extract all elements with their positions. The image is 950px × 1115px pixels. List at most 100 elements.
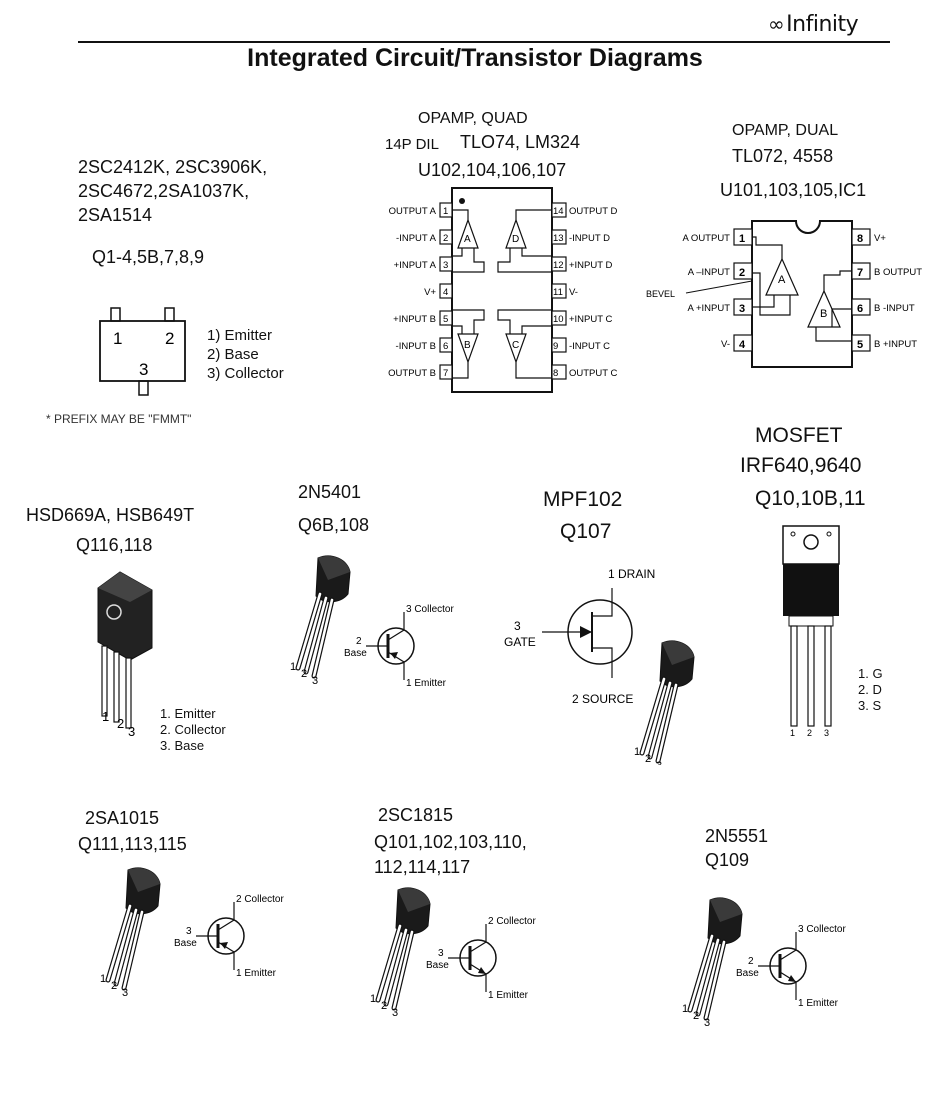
mosfet-refs: Q10,10B,11 — [755, 487, 866, 510]
quad-left-pin-7-label: OUTPUT B — [388, 368, 436, 379]
quad-right-pin-9-label: -INPUT C — [569, 341, 610, 352]
sc1815-pin1: 1 — [370, 993, 376, 1005]
sa1015-base-label: Base — [174, 938, 197, 949]
infinity-logo-icon: ∞ — [768, 12, 785, 36]
sot23-legend-1: 1) Emitter — [207, 327, 273, 344]
n5551-to92-package: 123 — [682, 897, 743, 1027]
hsd-pin2: 2 — [117, 716, 124, 731]
n5401-part: 2N5401 — [298, 482, 362, 502]
quad-left-pin-2-num: 2 — [443, 233, 448, 244]
n5551-base-num: 2 — [748, 956, 754, 967]
mosfet-type: MOSFET — [755, 424, 843, 447]
quad-opamp-parts: TLO74, LM324 — [460, 132, 581, 152]
n5401-pin1: 1 — [290, 661, 296, 673]
dual-right-pin-6-num: 6 — [857, 303, 863, 315]
mosfet-pin1: 1 — [790, 728, 795, 738]
dual-opamp-type: OPAMP, DUAL — [732, 122, 839, 139]
mpf102-jfet-symbol: 1 DRAIN 3 GATE 2 SOURCE — [504, 567, 655, 706]
dual-left-pin-4-num: 4 — [739, 339, 746, 351]
sot23-pin3: 3 — [139, 360, 148, 379]
dual-left-pin-1-num: 1 — [739, 233, 745, 245]
mosfet-parts: IRF640,9640 — [740, 454, 862, 477]
mpf102-drain-label: 1 DRAIN — [608, 567, 655, 581]
dual-left-pin-2-num: 2 — [739, 267, 745, 279]
mosfet-pin3: 3 — [824, 728, 829, 738]
hsd-legend-2: 2. Collector — [160, 722, 226, 737]
hsd-parts: HSD669A, HSB649T — [26, 505, 195, 525]
dual-bevel-label: BEVEL — [646, 289, 675, 299]
mpf102-source-label: 2 SOURCE — [572, 692, 633, 706]
hsd-legend-3: 3. Base — [160, 738, 205, 753]
brand-name: Infinity — [786, 12, 859, 37]
hsd-pin3: 3 — [128, 724, 135, 738]
mosfet-pin2: 2 — [807, 728, 812, 738]
dual-right-pin-5-num: 5 — [857, 339, 863, 351]
sc1815-base-label: Base — [426, 960, 449, 971]
n5551-pin1: 1 — [682, 1003, 688, 1015]
mpf102-to92-package: 123 — [634, 640, 695, 765]
quad-right-pin-10-label: +INPUT C — [569, 314, 613, 325]
mpf102-part: MPF102 — [543, 488, 623, 511]
quad-left-pin-1-label: OUTPUT A — [389, 206, 437, 217]
dual-right-pin-6-label: B -INPUT — [874, 303, 915, 314]
sot23-parts-line2: 2SC4672,2SA1037K, — [78, 181, 250, 201]
mosfet-legend-3: 3. S — [858, 698, 882, 713]
sa1015-emitter-label: 1 Emitter — [236, 968, 277, 979]
sc1815-pin3: 3 — [392, 1007, 398, 1017]
n5551-emitter-label: 1 Emitter — [798, 998, 839, 1009]
header-rule — [78, 41, 890, 43]
sc1815-pin2: 2 — [381, 1000, 387, 1012]
sc1815-part: 2SC1815 — [378, 805, 454, 825]
n5401-to92-package: 123 — [290, 555, 351, 685]
dual-left-pin-3-label: A +INPUT — [688, 303, 731, 314]
mpf102-refs: Q107 — [560, 520, 612, 543]
dual-right-pin-8-label: V+ — [874, 233, 886, 244]
quad-right-pin-9-num: 9 — [553, 341, 558, 352]
quad-right-pin-12-num: 12 — [553, 260, 564, 271]
sot23-pin1: 1 — [113, 329, 122, 348]
quad-left-pin-6-num: 6 — [443, 341, 448, 352]
quad-left-pin-2-label: -INPUT A — [396, 233, 437, 244]
sc1815-to92-package: 123 — [370, 887, 431, 1017]
quad-left-pin-5-label: +INPUT B — [393, 314, 436, 325]
dual-amp-a-label: A — [778, 274, 786, 286]
quad-amp-d-label: D — [512, 234, 519, 245]
dual-left-pin-2-label: A –INPUT — [688, 267, 730, 278]
mpf102-pin1: 1 — [634, 746, 640, 758]
quad-left-pin-6-label: -INPUT B — [396, 341, 436, 352]
n5401-base-num: 2 — [356, 636, 362, 647]
brand-logo: ∞Infinity — [768, 12, 859, 37]
dual-right-pin-7-num: 7 — [857, 267, 863, 279]
mosfet-legend-2: 2. D — [858, 682, 882, 697]
sc1815-base-num: 3 — [438, 948, 444, 959]
sa1015-base-num: 3 — [186, 926, 192, 937]
sot23-pin2: 2 — [165, 329, 174, 348]
n5551-part: 2N5551 — [705, 826, 769, 846]
dual-right-pin-5-label: B +INPUT — [874, 339, 917, 350]
n5401-collector-label: 3 Collector — [406, 604, 454, 615]
n5401-refs: Q6B,108 — [298, 515, 370, 535]
sc1815-collector-label: 2 Collector — [488, 916, 536, 927]
sot23-prefix-note: * PREFIX MAY BE "FMMT" — [46, 412, 192, 426]
mpf102-pin3: 3 — [656, 760, 662, 765]
dual-opamp-parts: TL072, 4558 — [732, 146, 834, 166]
quad-opamp-package: 14P DIL — [385, 136, 439, 153]
quad-right-pin-13-label: -INPUT D — [569, 233, 610, 244]
n5551-refs: Q109 — [705, 850, 750, 870]
quad-left-pin-3-num: 3 — [443, 260, 448, 271]
hsd-to126-package: 1 2 3 — [97, 571, 153, 738]
mpf102-pin2: 2 — [645, 753, 651, 765]
sc1815-refs-line2: 112,114,117 — [374, 857, 471, 877]
n5401-pin3: 3 — [312, 675, 318, 685]
quad-left-pin-4-label: V+ — [424, 287, 436, 298]
dual-opamp-refs: U101,103,105,IC1 — [720, 180, 867, 200]
sa1015-to92-package: 123 — [100, 867, 161, 997]
mosfet-legend-1: 1. G — [858, 666, 883, 681]
hsd-refs: Q116,118 — [76, 535, 153, 555]
sa1015-pin2: 2 — [111, 980, 117, 992]
quad-right-pin-8-label: OUTPUT C — [569, 368, 618, 379]
sot23-package-diagram: 1 2 3 — [99, 307, 186, 396]
